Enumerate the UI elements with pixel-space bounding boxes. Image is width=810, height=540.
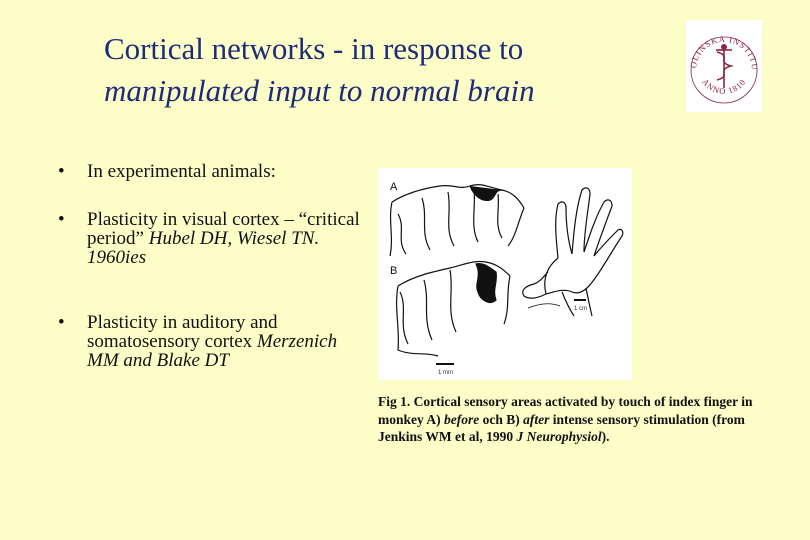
caption-part: och B) bbox=[479, 411, 524, 427]
title-line-2: manipulated input to normal brain bbox=[104, 73, 535, 108]
caption-part: Fig 1. Cortical sensory areas activated … bbox=[378, 394, 753, 427]
brain-map-b bbox=[396, 260, 511, 365]
bullet-item: • Plasticity in visual cortex – “critica… bbox=[58, 210, 368, 267]
bullet-text: In experimental animals: bbox=[87, 161, 276, 182]
figure-label-a: A bbox=[390, 181, 398, 193]
bullet-marker: • bbox=[58, 161, 65, 182]
caption-after: after bbox=[523, 411, 550, 427]
caption-before: before bbox=[444, 411, 480, 427]
slide-title: Cortical networks - in response to manip… bbox=[104, 28, 644, 112]
cortical-map-figure: A B 1 mm bbox=[378, 168, 632, 380]
hand-scale-label: 1 cm bbox=[574, 306, 587, 312]
caption-part: ). bbox=[601, 429, 610, 444]
bullet-marker: • bbox=[58, 312, 65, 333]
caption-journal: J Neurophysiol bbox=[516, 429, 602, 444]
bullet-citation: Hubel DH, Wiesel TN. 1960ies bbox=[87, 228, 320, 268]
brain-map-a bbox=[389, 184, 525, 257]
monkey-hand-drawing bbox=[522, 187, 624, 317]
figure-caption: Fig 1. Cortical sensory areas activated … bbox=[378, 393, 788, 446]
bullet-text: Plasticity in auditory and somatosensory… bbox=[87, 312, 278, 352]
karolinska-seal-logo: KAROLINSKA INSTITUTET ANNO 1810 bbox=[682, 12, 762, 112]
bullet-marker: • bbox=[58, 209, 65, 230]
brain-scale-label: 1 mm bbox=[438, 370, 453, 376]
bullet-item: • In experimental animals: bbox=[58, 162, 368, 181]
caption-part: intense sensory stimulation (from Jenkin… bbox=[378, 411, 745, 445]
caduceus-icon bbox=[716, 43, 735, 88]
bullet-text: Plasticity in visual cortex – “critical … bbox=[87, 209, 360, 249]
figure-label-b: B bbox=[390, 265, 397, 277]
bullet-item: • Plasticity in auditory and somatosenso… bbox=[58, 313, 368, 370]
title-line-1: Cortical networks - in response to bbox=[104, 31, 524, 66]
bullet-citation: Merzenich MM and Blake DT bbox=[87, 331, 338, 371]
